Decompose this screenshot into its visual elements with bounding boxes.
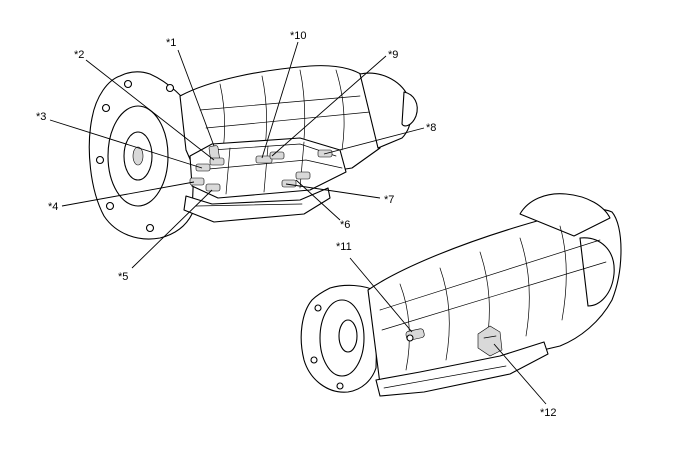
leader-1 bbox=[177, 49, 215, 147]
callout-4: *4 bbox=[48, 201, 58, 213]
lower-oil-pan bbox=[375, 341, 549, 397]
position-switch bbox=[477, 325, 503, 357]
callout-12: *12 bbox=[540, 407, 557, 419]
lower-main-case bbox=[367, 208, 622, 385]
callout-2: *2 bbox=[74, 49, 84, 61]
callout-1: *1 bbox=[166, 37, 176, 49]
speed-sensor bbox=[405, 328, 425, 342]
callout-11: *11 bbox=[336, 241, 352, 253]
leader-lines bbox=[49, 41, 547, 405]
callout-5: *5 bbox=[118, 271, 128, 283]
callout-8: *8 bbox=[426, 122, 436, 134]
leader-2 bbox=[85, 59, 215, 161]
leader-4 bbox=[61, 181, 195, 207]
leader-3 bbox=[49, 119, 203, 169]
lower-rear-extension bbox=[519, 193, 611, 237]
leader-10 bbox=[261, 41, 299, 159]
leader-8 bbox=[323, 127, 425, 155]
leader-11 bbox=[349, 257, 413, 333]
callout-9: *9 bbox=[388, 49, 398, 61]
leader-12 bbox=[493, 343, 547, 405]
callout-7: *7 bbox=[384, 194, 394, 206]
lower-transmission-illustration bbox=[300, 193, 622, 397]
upper-valve-body bbox=[189, 137, 347, 199]
leader-5 bbox=[131, 189, 213, 269]
callout-6: *6 bbox=[340, 219, 350, 231]
leader-9 bbox=[271, 55, 387, 157]
upper-transmission-illustration bbox=[88, 65, 418, 240]
leader-7 bbox=[285, 183, 381, 199]
callout-labels: *1 *2 *3 *4 *5 *6 *7 *8 *9 *10 *11 *12 bbox=[36, 30, 557, 419]
callout-3: *3 bbox=[36, 111, 46, 123]
callout-10: *10 bbox=[290, 30, 307, 42]
